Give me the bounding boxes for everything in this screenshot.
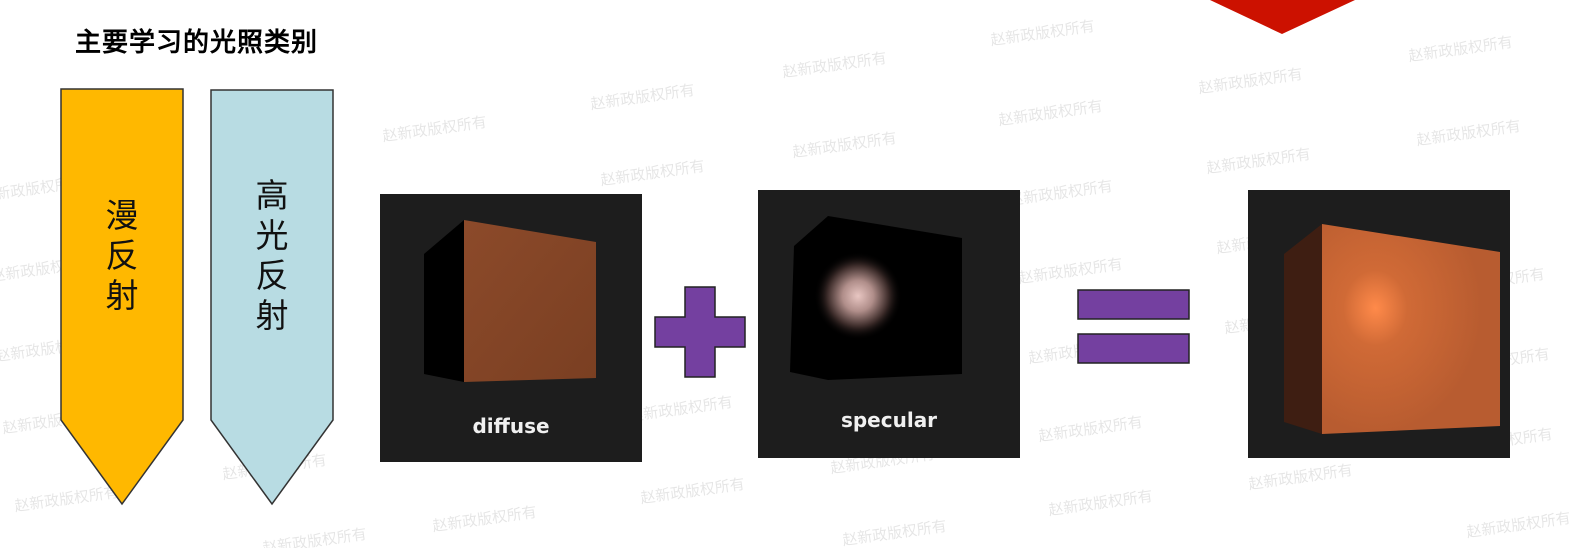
watermark: 赵新政版权所有 [1037,412,1144,446]
watermark: 赵新政版权所有 [261,524,368,548]
watermark: 赵新政版权所有 [589,80,696,114]
watermark: 赵新政版权所有 [841,516,948,548]
category-arrow-specular: 高 光 反 射 [210,88,334,506]
combined-render-image [1248,190,1510,458]
label-char: 射 [105,276,139,315]
specular-label: specular [840,408,938,432]
category-arrow-diffuse: 漫 反 射 [60,88,184,506]
label-char: 反 [105,236,139,275]
watermark: 赵新政版权所有 [599,156,706,190]
diffuse-label: diffuse [472,414,550,438]
watermark: 赵新政版权所有 [791,128,898,162]
category-label-diffuse: 漫 反 射 [60,196,184,316]
slide-title: 主要学习的光照类别 [75,28,319,58]
watermark: 赵新政版权所有 [989,16,1096,50]
watermark: 赵新政版权所有 [1007,176,1114,210]
watermark: 赵新政版权所有 [1197,64,1304,98]
label-char: 漫 [105,196,139,235]
plus-icon [654,286,746,382]
red-accent-shape [1210,0,1355,34]
watermark: 赵新政版权所有 [1247,460,1354,494]
watermark: 赵新政版权所有 [1407,32,1514,66]
label-char: 高 [255,176,289,215]
watermark: 赵新政版权所有 [1415,116,1522,150]
watermark: 赵新政版权所有 [997,96,1104,130]
watermark: 赵新政版权所有 [1047,486,1154,520]
specular-render-image: specular [758,190,1020,458]
label-char: 射 [255,296,289,335]
watermark: 赵新政版权所有 [627,392,734,426]
category-label-specular: 高 光 反 射 [210,176,334,336]
label-char: 反 [255,256,289,295]
watermark: 赵新政版权所有 [431,502,538,536]
diffuse-render-image: diffuse [380,194,642,462]
label-char: 光 [255,216,289,255]
watermark: 赵新政版权所有 [781,48,888,82]
watermark: 赵新政版权所有 [1205,144,1312,178]
watermark: 赵新政版权所有 [1017,254,1124,288]
watermark: 赵新政版权所有 [381,112,488,146]
watermark: 赵新政版权所有 [639,474,746,508]
watermark: 赵新政版权所有 [1465,508,1572,542]
equals-icon [1077,289,1191,369]
